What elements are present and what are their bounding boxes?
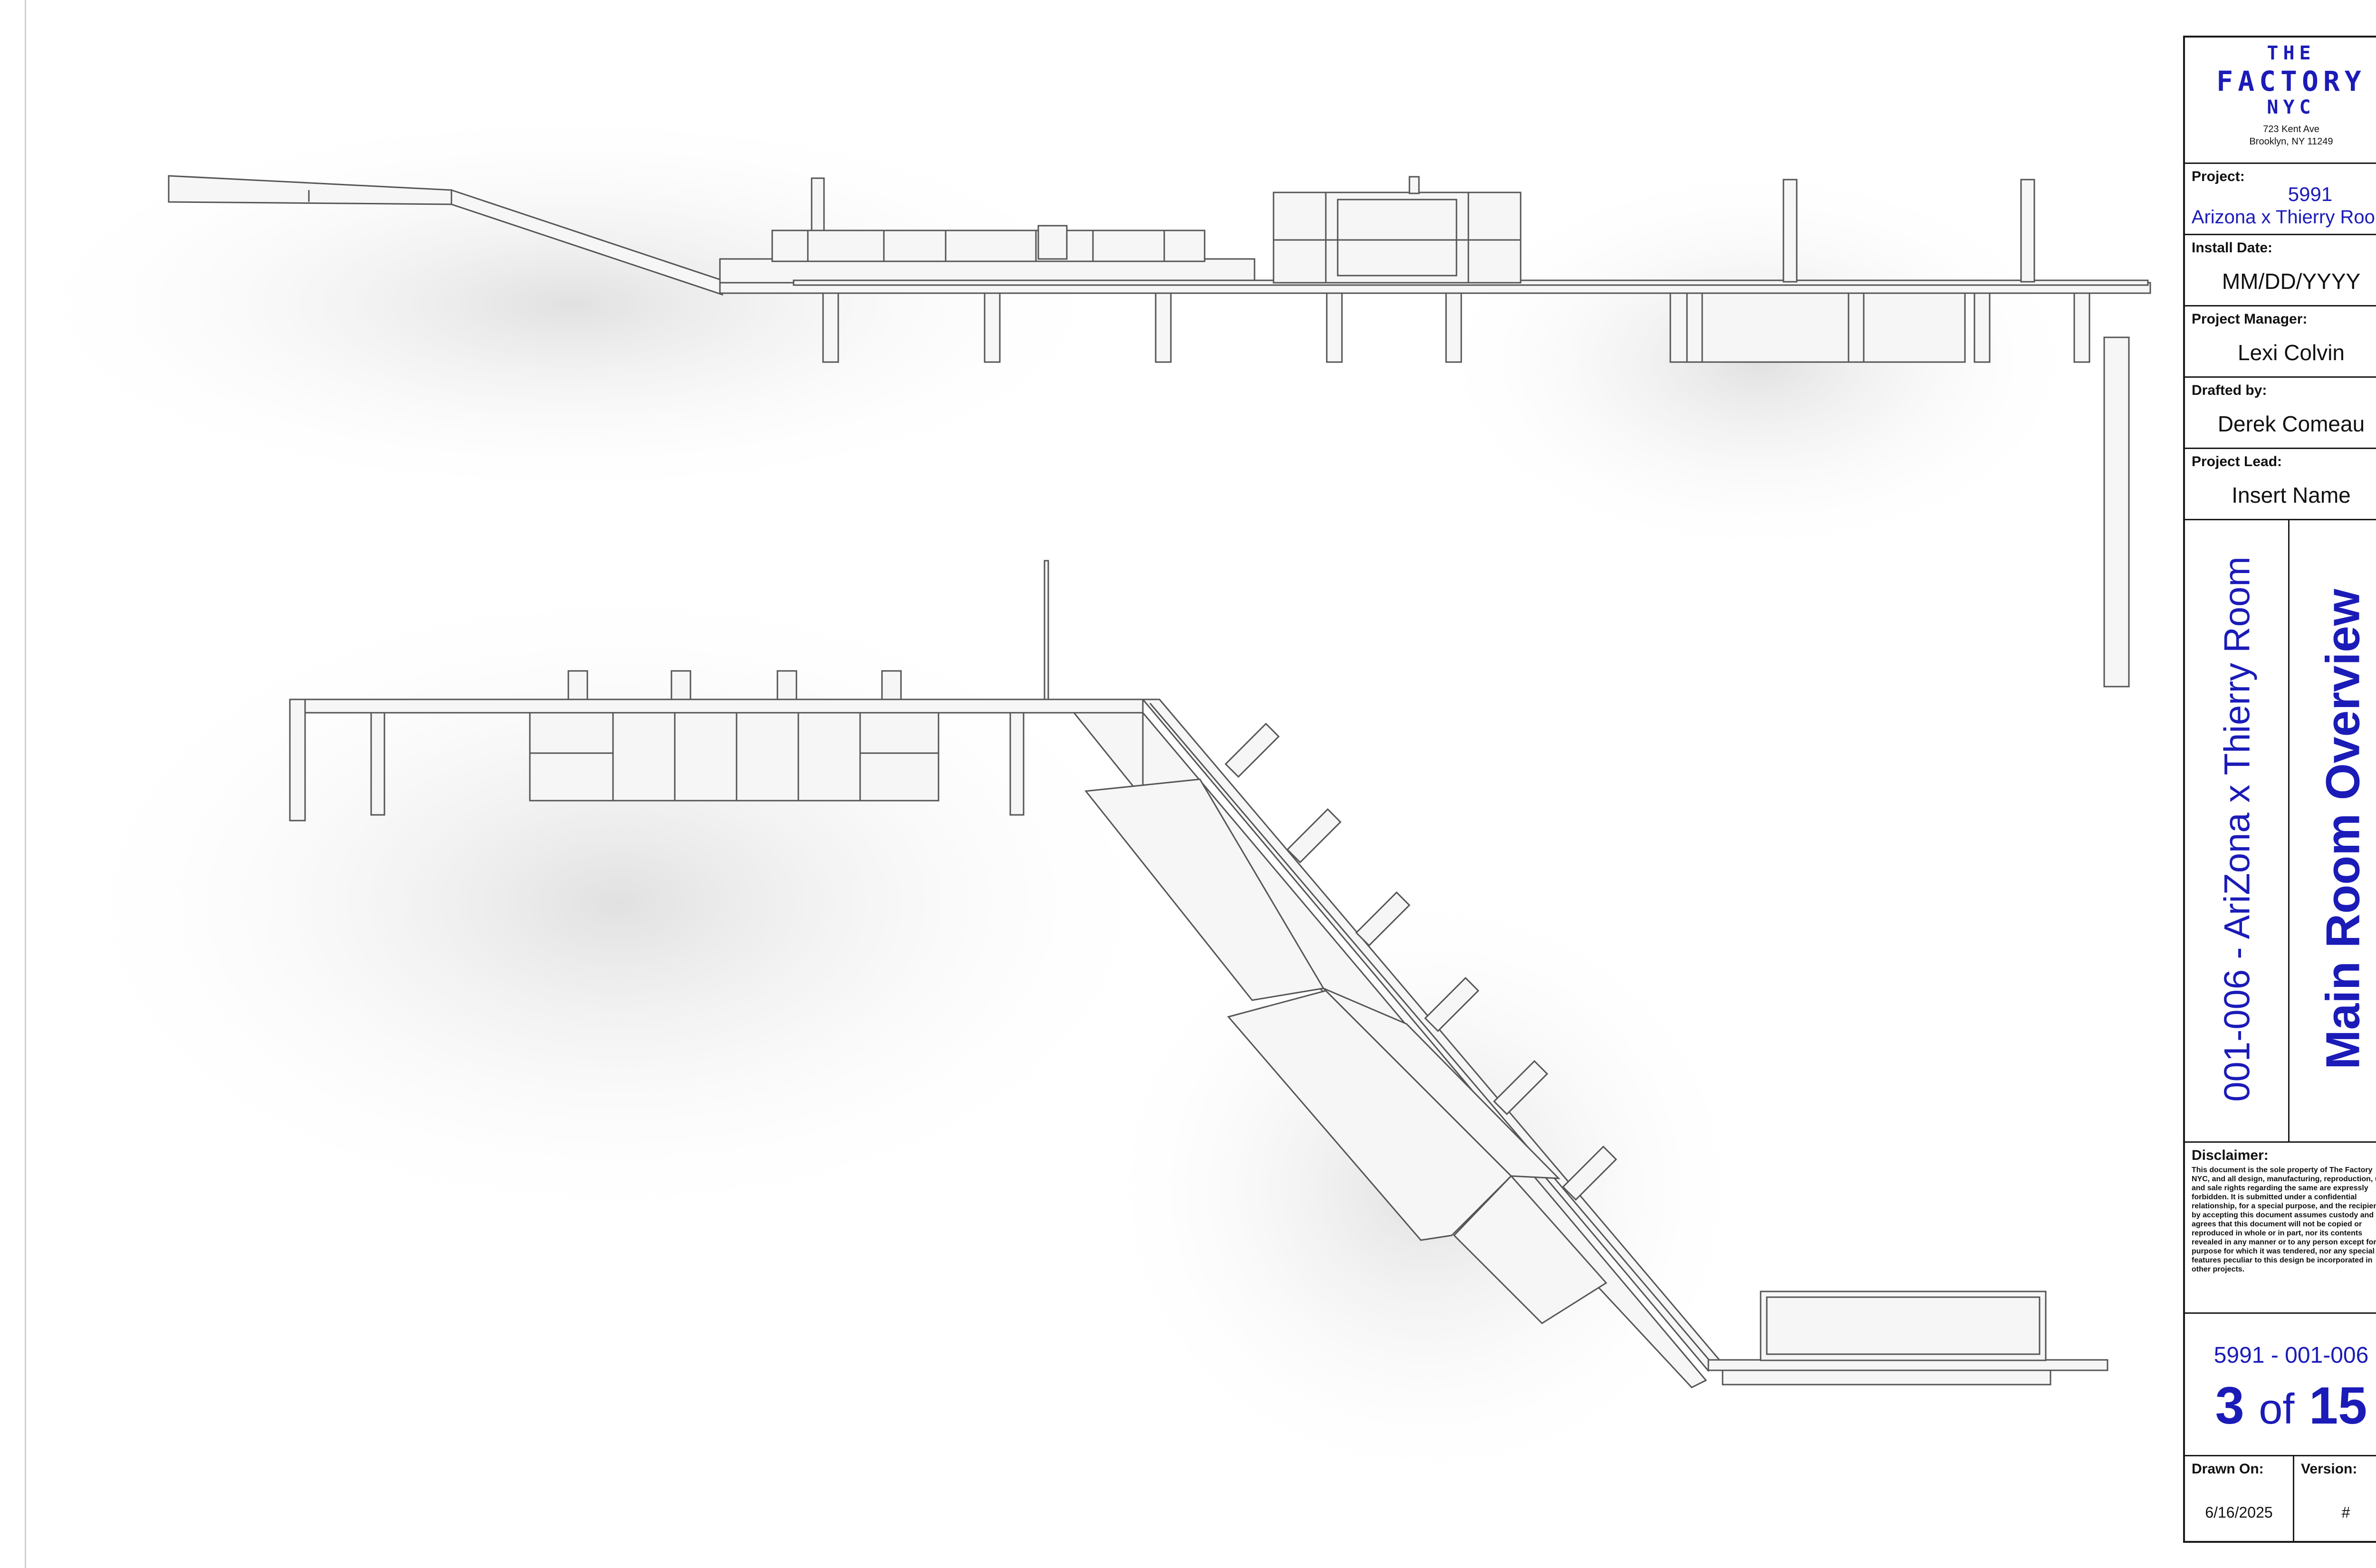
diag-block: [1424, 977, 1479, 1032]
sheet-subtitle: 001-006 - AriZona x Thierry Room: [2217, 556, 2258, 1102]
shelf-box: [1037, 225, 1068, 260]
diag-block: [1286, 808, 1341, 863]
counter-base: [1669, 292, 1966, 363]
page-indicator: 3 of 15: [2185, 1376, 2376, 1436]
project-name: Arizona x Thierry Room: [2191, 207, 2376, 228]
post: [811, 177, 825, 231]
project-number: 5991: [2288, 183, 2333, 205]
drafted-by-value: Derek Comeau: [2217, 411, 2365, 436]
diag-block: [1355, 891, 1410, 947]
floor-plan-drawing: [0, 105, 2151, 1497]
page-of: of: [2259, 1386, 2295, 1433]
logo-line-1: THE: [2267, 42, 2316, 64]
lower-shelf-unit: [529, 712, 939, 802]
install-date-value: MM/DD/YYYY: [2222, 269, 2361, 294]
lower-wall: [289, 698, 1144, 714]
pier: [1155, 292, 1172, 363]
version-label: Version:: [2301, 1461, 2357, 1477]
diagonal-wall-edge: [1149, 703, 1716, 1368]
version-column: Version: #: [2294, 1456, 2376, 1543]
pole: [1044, 560, 1049, 700]
logo-line-3: NYC: [2267, 96, 2316, 118]
lower-pier: [370, 712, 385, 816]
disclaimer-cell: Disclaimer: This document is the sole pr…: [2185, 1143, 2376, 1314]
disclaimer-text: This document is the sole property of Th…: [2192, 1166, 2376, 1273]
pier: [2073, 292, 2090, 363]
pier: [822, 292, 839, 363]
disclaimer-label: Disclaimer:: [2192, 1147, 2269, 1163]
sheet-code: 5991 - 001-006: [2213, 1343, 2369, 1368]
display-case-inner: [1337, 199, 1457, 277]
pier: [984, 292, 1001, 363]
subtitle-column: 001-006 - AriZona x Thierry Room: [2185, 520, 2290, 1141]
page-total: 15: [2309, 1377, 2367, 1435]
project-lead-value: Insert Name: [2232, 483, 2351, 507]
company-cell: THE FACTORY NYC 723 Kent Ave Brooklyn, N…: [2185, 38, 2376, 164]
lower-block: [881, 670, 902, 700]
address-line-1: 723 Kent Ave: [2263, 124, 2319, 134]
shadow: [48, 570, 1188, 1235]
title-block: THE FACTORY NYC 723 Kent Ave Brooklyn, N…: [2183, 36, 2376, 1543]
pier: [1974, 292, 1991, 363]
title-column: Main Room Overview: [2290, 520, 2376, 1141]
post: [1408, 176, 1420, 194]
pier: [1686, 292, 1703, 363]
drafted-by-label: Drafted by:: [2192, 382, 2267, 398]
footer-cell: Drawn On: 6/16/2025 Version: #: [2185, 1456, 2376, 1543]
project-lead-cell: Project Lead: Insert Name: [2185, 449, 2376, 520]
ramp-wall: [450, 189, 723, 296]
diag-block: [1562, 1146, 1617, 1201]
lower-block: [567, 670, 588, 700]
end-case-inner: [1766, 1296, 2041, 1355]
shadow: [0, 105, 1140, 504]
cabinet: [1453, 1175, 1608, 1324]
diag-block: [1493, 1060, 1548, 1115]
project-lead-label: Project Lead:: [2192, 454, 2282, 469]
sheet-number-cell: 5991 - 001-006 3 of 15: [2185, 1314, 2376, 1456]
project-manager-value: Lexi Colvin: [2238, 340, 2345, 365]
drafted-by-cell: Drafted by: Derek Comeau: [2185, 378, 2376, 449]
shelf-unit: [771, 229, 1206, 262]
project-manager-label: Project Manager:: [2192, 311, 2308, 327]
cabinet: [1227, 990, 1513, 1241]
drawn-on-value: 6/16/2025: [2205, 1504, 2273, 1521]
sheet-border-left: [25, 0, 26, 1568]
pier: [1848, 292, 1865, 363]
project-manager-cell: Project Manager: Lexi Colvin: [2185, 306, 2376, 378]
pier: [1445, 292, 1462, 363]
install-date-cell: Install Date: MM/DD/YYYY: [2185, 235, 2376, 306]
lower-block: [776, 670, 797, 700]
version-value: #: [2341, 1504, 2350, 1521]
logo-line-2: FACTORY: [2216, 65, 2366, 97]
install-date-label: Install Date:: [2192, 240, 2273, 256]
end-wall-base: [1722, 1369, 2051, 1386]
page-current: 3: [2215, 1377, 2244, 1435]
project-label: Project:: [2192, 169, 2245, 184]
side-panel: [2103, 336, 2130, 688]
end-wall: [1707, 1359, 2108, 1371]
sheet-title: Main Room Overview: [2316, 589, 2370, 1070]
pier: [1326, 292, 1343, 363]
lower-block: [671, 670, 691, 700]
cabinet: [1322, 987, 1561, 1179]
lower-pier: [1009, 712, 1025, 816]
address-line-2: Brooklyn, NY 11249: [2249, 136, 2333, 147]
project-cell: Project: 5991 Arizona x Thierry Room: [2185, 164, 2376, 235]
drawn-on-label: Drawn On:: [2192, 1461, 2264, 1477]
lower-wall-return: [289, 698, 306, 822]
sheet-title-cell: 001-006 - AriZona x Thierry Room Main Ro…: [2185, 520, 2376, 1143]
post: [1782, 179, 1798, 283]
drawn-on-column: Drawn On: 6/16/2025: [2185, 1456, 2294, 1543]
post: [2020, 179, 2035, 283]
diag-block: [1225, 723, 1280, 778]
